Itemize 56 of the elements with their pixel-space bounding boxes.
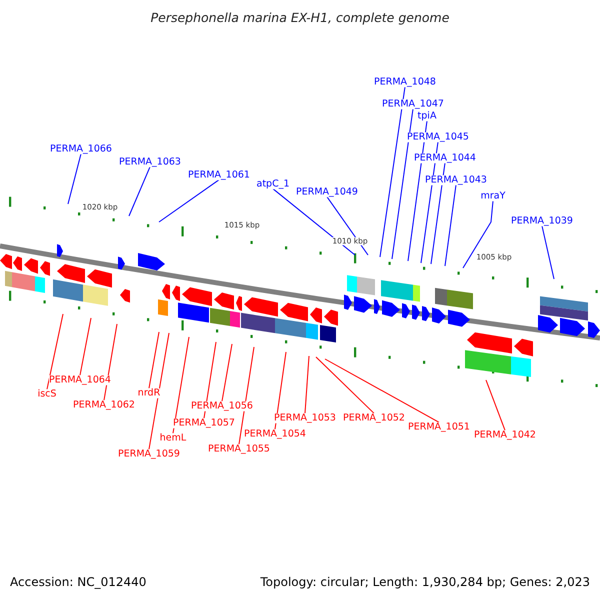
leader-line bbox=[80, 318, 92, 376]
leader-line bbox=[542, 225, 554, 280]
leader-line bbox=[272, 188, 356, 256]
leader-line bbox=[172, 336, 190, 434]
gene-label: atpC_1 bbox=[256, 179, 290, 189]
gene-label: PERMA_1063 bbox=[119, 157, 181, 167]
leader-line bbox=[326, 196, 368, 256]
leader-line bbox=[274, 352, 286, 430]
leader-line bbox=[444, 184, 456, 266]
gene-label: mraY bbox=[480, 191, 506, 201]
gene-label: PERMA_1043 bbox=[425, 175, 487, 185]
gene-label: PERMA_1053 bbox=[274, 413, 336, 423]
gene-label: PERMA_1055 bbox=[208, 444, 270, 454]
gene-label: PERMA_1044 bbox=[414, 153, 476, 163]
gene-label: PERMA_1039 bbox=[511, 216, 573, 226]
gene-label: tpiA bbox=[418, 111, 436, 121]
accession-note: Accession: NC_012440 bbox=[10, 576, 146, 588]
chart-title: Persephonella marina EX-H1, complete genome bbox=[150, 12, 450, 24]
gene-label: PERMA_1054 bbox=[244, 429, 306, 439]
leader-line bbox=[158, 179, 220, 222]
gene-label: PERMA_1056 bbox=[191, 401, 253, 411]
gene-label: hemL bbox=[160, 433, 186, 443]
gene-label: PERMA_1059 bbox=[118, 449, 180, 459]
leader-line bbox=[324, 358, 440, 423]
gene-label: iscS bbox=[38, 389, 56, 399]
gene-label: PERMA_1048 bbox=[374, 77, 436, 87]
gene-label: PERMA_1051 bbox=[408, 422, 470, 432]
leader-line bbox=[222, 344, 232, 402]
gene-label: PERMA_1047 bbox=[382, 99, 444, 109]
leader-line bbox=[462, 200, 494, 268]
gene-label: PERMA_1052 bbox=[343, 413, 405, 423]
leader-line bbox=[380, 86, 406, 258]
gene-label: PERMA_1064 bbox=[49, 375, 111, 385]
gene-label: nrdR bbox=[138, 388, 160, 398]
leader-line bbox=[486, 380, 506, 431]
leader-line bbox=[204, 342, 216, 419]
leader-line bbox=[68, 153, 82, 204]
gene-label: PERMA_1062 bbox=[73, 400, 135, 410]
gene-label: PERMA_1066 bbox=[50, 144, 112, 154]
leader-line bbox=[316, 356, 374, 414]
leader-line bbox=[408, 120, 428, 262]
genome-summary: Topology: circular; Length: 1,930,284 bp; Genes: 2,023 bbox=[260, 576, 590, 588]
leader-line bbox=[392, 108, 414, 260]
leader-line bbox=[430, 162, 446, 264]
gene-label: PERMA_1061 bbox=[188, 170, 250, 180]
leader-line bbox=[238, 346, 254, 445]
gene-label: PERMA_1045 bbox=[407, 132, 469, 142]
leader-line bbox=[128, 166, 150, 216]
leader-line bbox=[148, 332, 170, 450]
gene-label: PERMA_1042 bbox=[474, 430, 536, 440]
leader-line bbox=[104, 324, 118, 401]
leader-line bbox=[46, 314, 64, 390]
gene-label: PERMA_1049 bbox=[296, 187, 358, 197]
gene-label: PERMA_1057 bbox=[173, 418, 235, 428]
leader-line bbox=[304, 356, 310, 414]
leader-line bbox=[148, 332, 160, 389]
